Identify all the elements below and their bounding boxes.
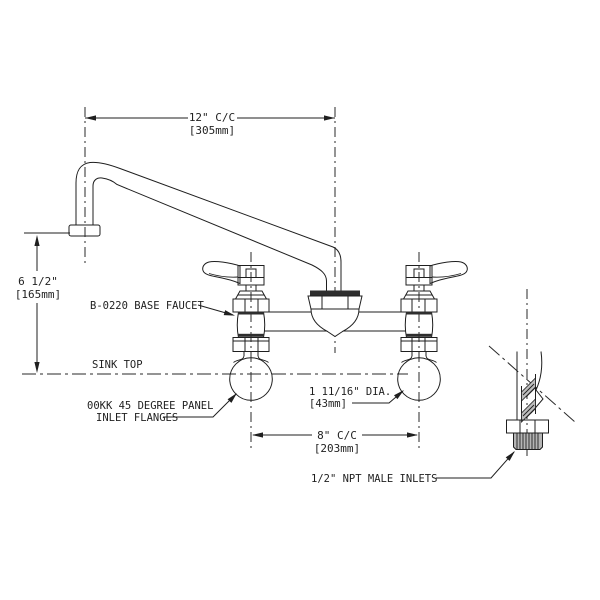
dim-reach-mm: [305mm] (189, 124, 235, 137)
dim-flange-dia-mm: [43mm] (309, 398, 347, 410)
annotations: 12" C/C [305mm] 6 1/2" [165mm] SINK TOP … (15, 111, 438, 485)
dim-reach-inch: 12" C/C (189, 111, 235, 124)
label-inlet-flanges-line2: INLET FLANGES (96, 412, 178, 424)
dim-height-mm: [165mm] (15, 288, 61, 301)
label-sink-top: SINK TOP (92, 359, 143, 371)
dim-flange-dia-inch: 1 11/16" DIA. (309, 386, 391, 398)
dimension-spout-height (24, 232, 70, 373)
spout-coupling (307, 290, 363, 338)
dim-centers-inch: 8" C/C (317, 429, 357, 442)
leader-npt-inlets (436, 451, 515, 479)
dim-centers-mm: [203mm] (314, 442, 360, 455)
right-valve (397, 260, 468, 401)
label-base-faucet: B-0220 BASE FAUCET (90, 300, 204, 312)
dimension-inlet-centers (252, 432, 418, 438)
coupling-ring (310, 290, 360, 296)
left-valve (202, 260, 273, 401)
dim-height-inch: 6 1/2" (18, 275, 58, 288)
leader-inlet-flanges (163, 393, 237, 418)
swing-nozzle-spout (68, 161, 342, 292)
spout-outlet-tip (68, 224, 101, 237)
label-inlet-flanges-line1: 00KK 45 DEGREE PANEL (87, 400, 213, 412)
label-npt-inlets: 1/2" NPT MALE INLETS (311, 473, 437, 485)
leader-lines (163, 304, 517, 479)
dimension-spout-reach (85, 115, 335, 121)
inlet-detail-view (506, 351, 549, 450)
